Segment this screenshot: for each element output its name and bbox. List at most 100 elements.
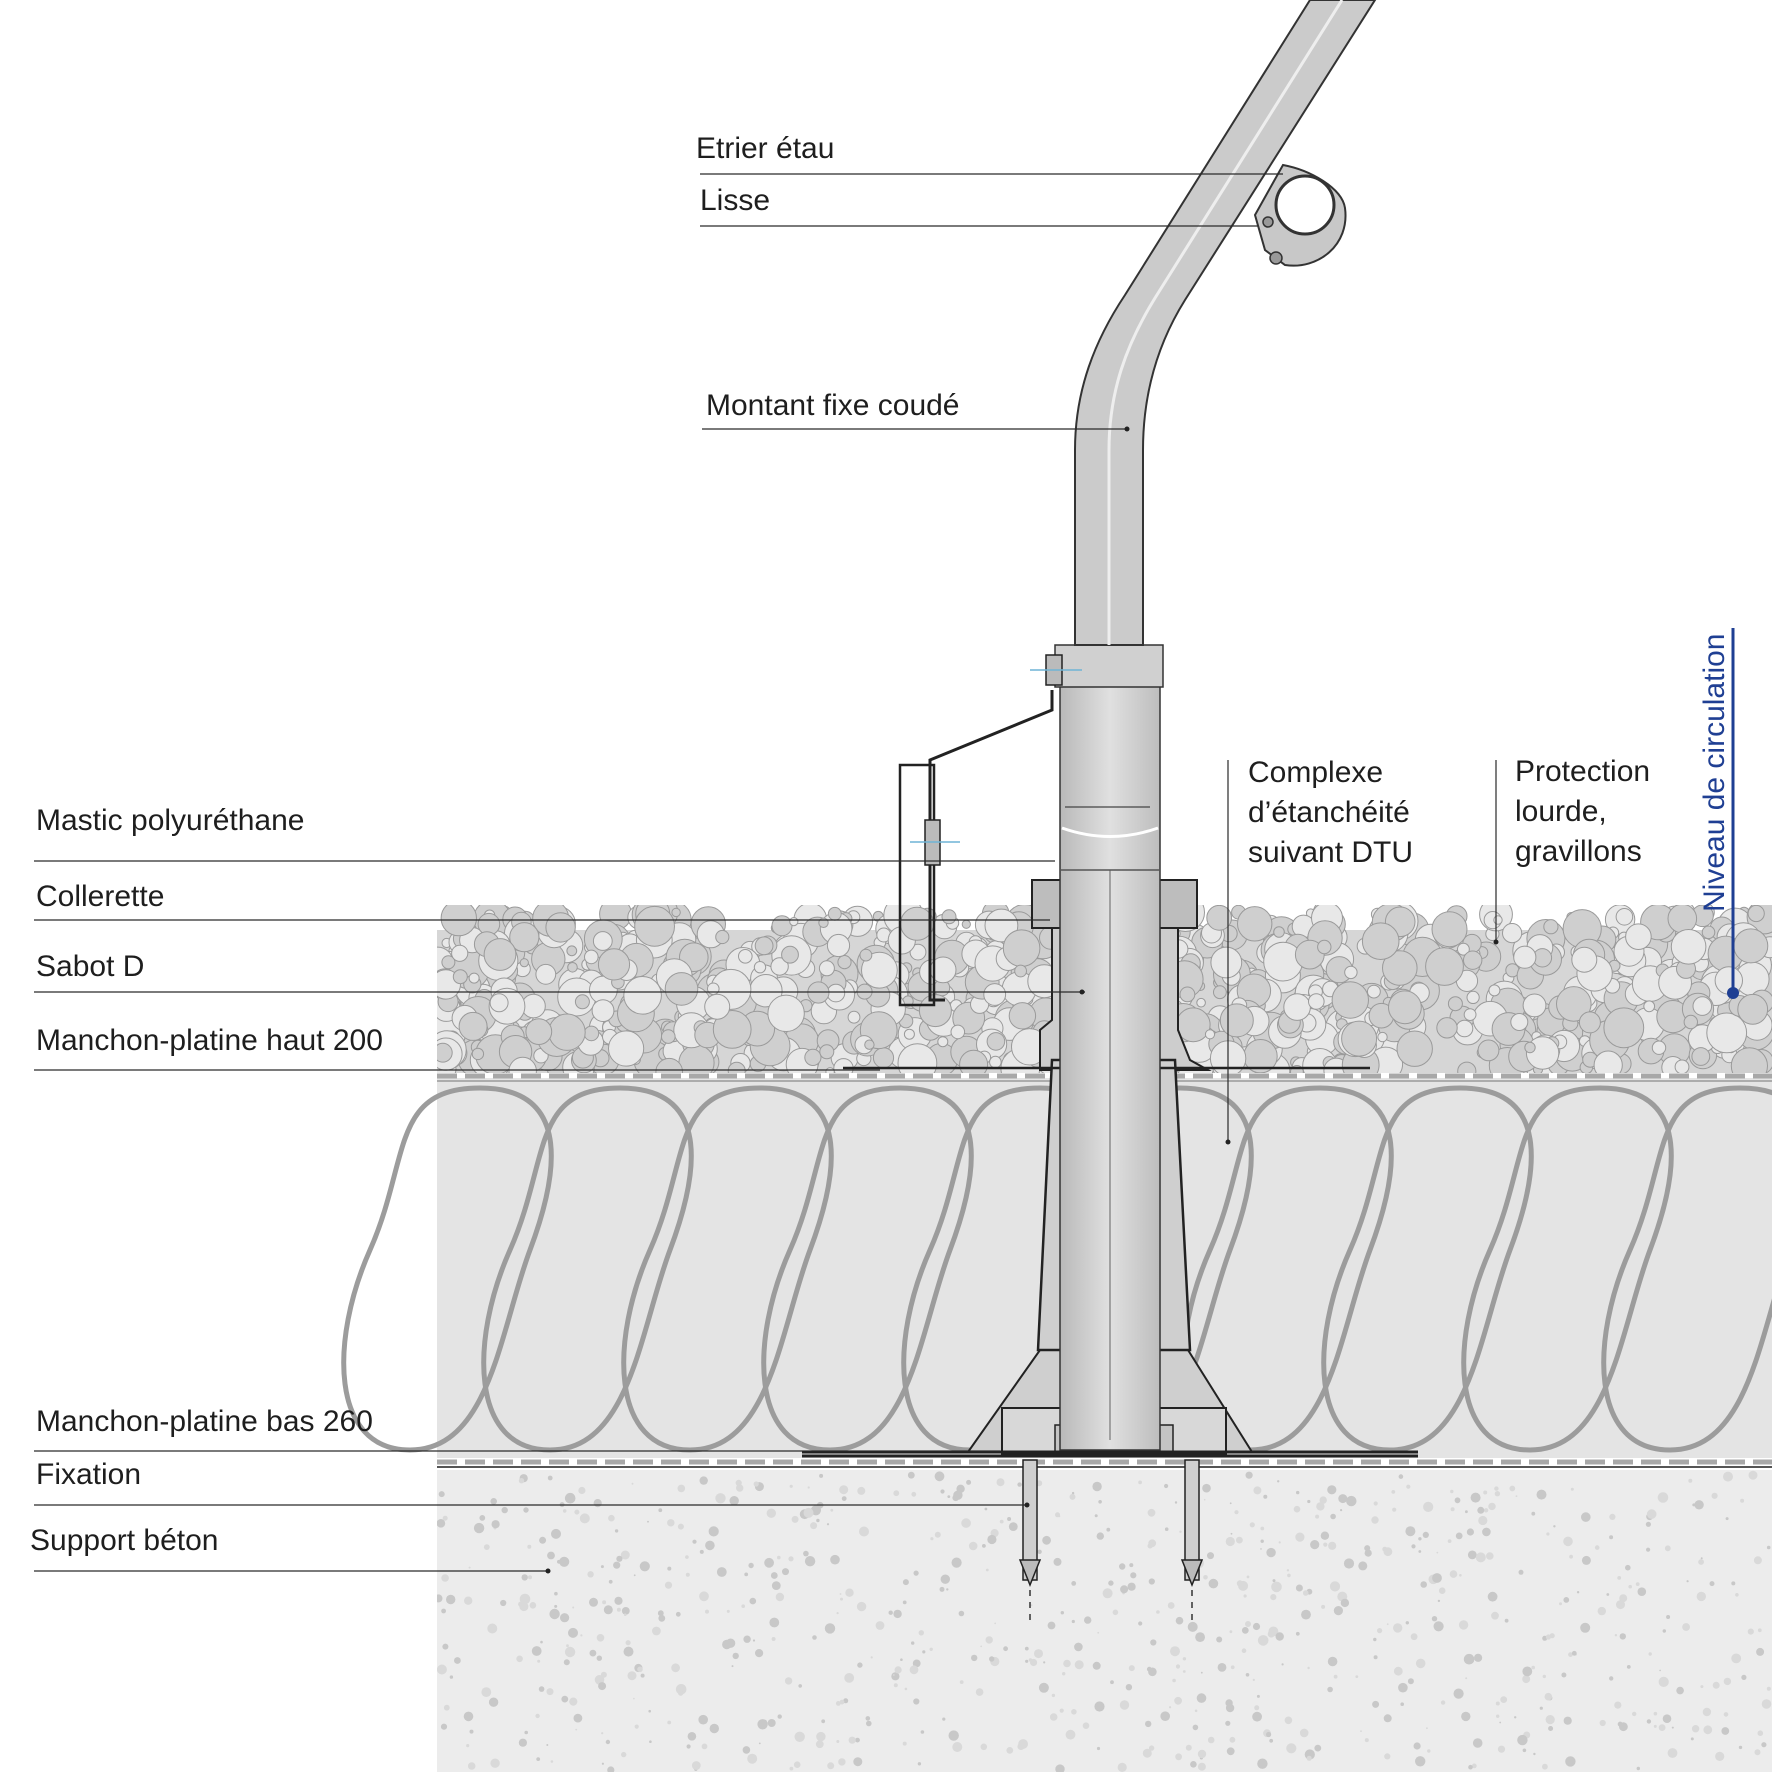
concrete-speckle [1175, 1753, 1182, 1761]
concrete-speckle [1458, 1620, 1469, 1630]
concrete-speckle [1120, 1585, 1129, 1594]
concrete-speckle [1299, 1728, 1309, 1738]
concrete-speckle [1472, 1738, 1483, 1748]
concrete-speckle [1517, 1734, 1528, 1746]
gravel-stone [909, 943, 927, 961]
concrete-speckle [1463, 1653, 1475, 1665]
concrete-speckle [442, 1643, 449, 1650]
gravel-stone [1603, 1007, 1645, 1049]
concrete-speckle [989, 1656, 995, 1662]
concrete-speckle [616, 1607, 621, 1612]
concrete-speckle [1360, 1730, 1362, 1733]
concrete-speckle [1108, 1580, 1114, 1586]
concrete-speckle [907, 1471, 915, 1479]
concrete-speckle [549, 1608, 560, 1620]
concrete-speckle [789, 1766, 794, 1771]
concrete-speckle [922, 1650, 926, 1654]
label-montant: Montant fixe coudé [706, 389, 960, 422]
concrete-speckle [1491, 1611, 1499, 1620]
concrete-speckle [1461, 1711, 1471, 1722]
gravel-stone [864, 1039, 875, 1050]
concrete-speckle [603, 1605, 613, 1615]
concrete-speckle [1364, 1549, 1372, 1557]
gravel-stone [1457, 942, 1470, 956]
concrete-speckle [893, 1490, 900, 1497]
concrete-speckle [1333, 1606, 1343, 1616]
gravel-stone [1455, 1019, 1474, 1038]
concrete-speckle [1024, 1646, 1029, 1651]
concrete-speckle [1405, 1526, 1416, 1537]
label-complexe-2: d’étanchéité [1248, 796, 1410, 829]
insulation-loop [621, 1085, 834, 1453]
gravel-stone [1237, 906, 1273, 942]
concrete-speckle [1545, 1634, 1551, 1640]
concrete-speckle [569, 1697, 578, 1706]
concrete-support [437, 1466, 1772, 1772]
concrete-speckle [1059, 1708, 1064, 1713]
gravel-stone [1691, 1047, 1711, 1066]
concrete-speckle [1694, 1500, 1704, 1510]
concrete-speckle [1539, 1706, 1543, 1710]
concrete-speckle [782, 1568, 789, 1576]
concrete-speckle [1102, 1588, 1113, 1599]
concrete-speckle [804, 1556, 816, 1567]
concrete-speckle [816, 1518, 820, 1523]
gravel-stone [655, 1057, 683, 1073]
concrete-speckle [1432, 1573, 1442, 1583]
concrete-speckle [947, 1495, 951, 1498]
concrete-speckle [1257, 1758, 1268, 1769]
concrete-speckle [1295, 1631, 1300, 1636]
concrete-speckle [1096, 1746, 1101, 1751]
concrete-speckle [1497, 1745, 1506, 1753]
concrete-speckle [1688, 1478, 1693, 1483]
concrete-speckle [1112, 1609, 1119, 1616]
concrete-speckle [1766, 1545, 1771, 1550]
concrete-speckle [562, 1509, 567, 1513]
concrete-speckle [1364, 1545, 1371, 1552]
concrete-speckle [1260, 1548, 1262, 1550]
concrete-speckle [554, 1604, 558, 1608]
insulation-loop [481, 1085, 694, 1453]
concrete-speckle [593, 1499, 602, 1508]
concrete-speckle [675, 1611, 681, 1617]
concrete-speckle [1440, 1700, 1446, 1705]
concrete-speckle [791, 1515, 799, 1523]
concrete-speckle [1049, 1713, 1058, 1721]
concrete-speckle [658, 1508, 663, 1513]
concrete-speckle [616, 1555, 623, 1562]
concrete-speckle [1138, 1480, 1142, 1485]
gravel-stone [574, 994, 590, 1010]
concrete-speckle [1047, 1621, 1056, 1630]
gravel-stone [1436, 1017, 1458, 1039]
concrete-speckle [1296, 1490, 1300, 1495]
concrete-speckle [1327, 1485, 1337, 1495]
concrete-speckle [845, 1588, 854, 1597]
concrete-speckle [1192, 1724, 1199, 1731]
concrete-speckle [1653, 1711, 1658, 1716]
concrete-speckle [1741, 1674, 1747, 1680]
concrete-speckle [1333, 1674, 1338, 1679]
concrete-speckle [1234, 1510, 1239, 1515]
gravel-stone [1331, 981, 1370, 1019]
concrete-speckle [466, 1744, 470, 1748]
concrete-speckle [1686, 1580, 1689, 1583]
gravel-stone [1733, 928, 1769, 964]
label-fixation: Fixation [36, 1458, 141, 1491]
concrete-speckle [1364, 1738, 1369, 1743]
concrete-speckle [1018, 1739, 1028, 1749]
concrete-speckle [1723, 1471, 1733, 1482]
concrete-speckle [1626, 1665, 1631, 1669]
concrete-speckle [1565, 1756, 1576, 1767]
concrete-speckle [1057, 1514, 1061, 1518]
concrete-speckle [736, 1484, 744, 1492]
insulation-loop [1461, 1085, 1674, 1453]
concrete-speckle [1254, 1705, 1260, 1711]
concrete-speckle [1082, 1722, 1090, 1729]
concrete-speckle [1106, 1527, 1111, 1532]
concrete-speckle [859, 1526, 869, 1537]
concrete-speckle [1671, 1726, 1674, 1729]
concrete-speckle [1478, 1515, 1488, 1526]
gravel-stone [489, 993, 509, 1013]
gravel-stone [1463, 950, 1483, 970]
concrete-speckle [1271, 1581, 1282, 1593]
